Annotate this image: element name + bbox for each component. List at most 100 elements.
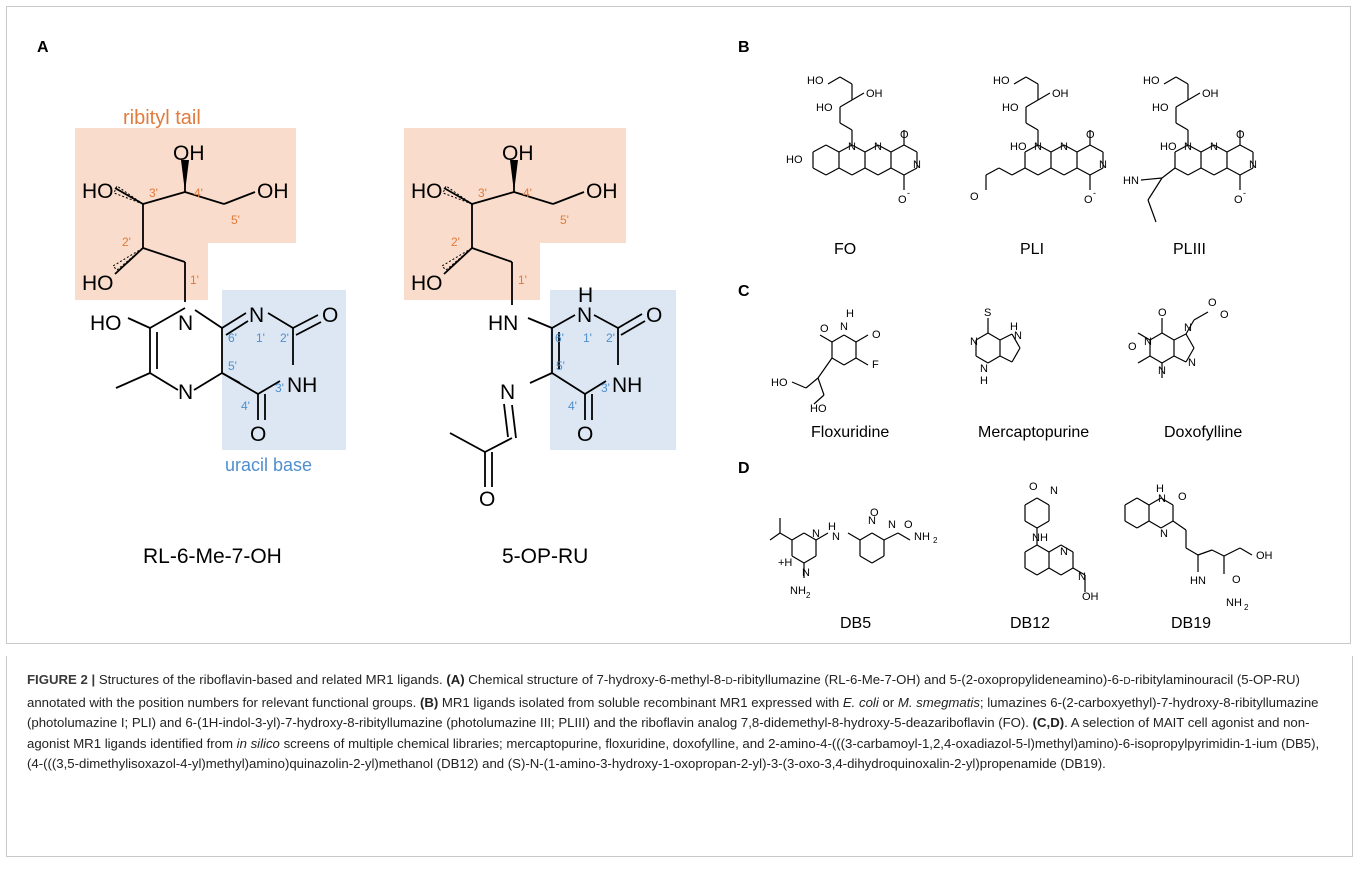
- bond: [1124, 520, 1138, 529]
- atom: HO: [993, 75, 1010, 87]
- atom: -: [907, 188, 910, 198]
- panel-label-a: A: [37, 39, 49, 56]
- bond: [1036, 497, 1050, 506]
- atom: HO: [1010, 141, 1027, 153]
- atom: O: [1232, 574, 1241, 586]
- atom: N: [178, 312, 193, 335]
- atom: NH: [1226, 597, 1242, 609]
- bond: [769, 532, 781, 541]
- atom: N: [1160, 528, 1168, 540]
- bond: [805, 377, 819, 389]
- atom: HO: [1143, 75, 1160, 87]
- ribityl-tail-region-1: [75, 128, 296, 300]
- atom: N: [1184, 141, 1192, 153]
- bond: [1060, 567, 1074, 576]
- bond: [851, 167, 866, 176]
- caption-text: -ribityllumazine (RL-6-Me-7-OH) and 5-(2…: [732, 672, 1124, 687]
- position-label: 3': [275, 381, 284, 395]
- bond: [855, 357, 869, 366]
- position-label: 4': [523, 186, 532, 200]
- atom: O: [577, 423, 593, 446]
- position-label: 2': [280, 331, 289, 345]
- molecule-name: Mercaptopurine: [978, 424, 1089, 441]
- atom: 2: [806, 591, 811, 600]
- bond: [851, 144, 866, 153]
- bond: [855, 334, 869, 343]
- atom: O: [1086, 129, 1095, 141]
- bond: [1173, 355, 1187, 363]
- position-label: 5': [228, 359, 237, 373]
- atom: N: [1188, 357, 1196, 369]
- molecule-name: DB19: [1171, 615, 1211, 632]
- atom: N: [1060, 141, 1068, 153]
- atom: N: [970, 336, 978, 348]
- caption-label-b: (B): [419, 694, 439, 710]
- bond: [1239, 144, 1254, 153]
- bond: [1148, 497, 1162, 506]
- atom: O: [898, 194, 907, 206]
- atom: HO: [82, 180, 114, 203]
- bond: [1050, 144, 1065, 153]
- position-label: 1': [256, 331, 265, 345]
- atom: HN: [488, 312, 518, 335]
- bond: [843, 334, 857, 343]
- position-label: 5': [231, 213, 240, 227]
- bond: [1160, 520, 1174, 529]
- bond: [1011, 347, 1021, 363]
- bond: [987, 355, 1001, 364]
- atom: -: [1093, 188, 1096, 198]
- atom: N: [868, 515, 876, 527]
- caption-text: -ribitylaminouracil (5-OP-RU) annotated …: [27, 672, 1300, 710]
- bond: [985, 167, 1000, 176]
- atom: H: [1010, 321, 1018, 333]
- bond: [975, 332, 989, 341]
- bond: [890, 144, 905, 153]
- bond: [839, 99, 853, 108]
- bond: [890, 167, 905, 176]
- atom: N: [1099, 159, 1107, 171]
- caption-text: in silico: [236, 735, 280, 751]
- atom: O: [1178, 491, 1187, 503]
- bond: [903, 167, 918, 176]
- bond: [1037, 92, 1051, 101]
- bond: [1149, 332, 1163, 341]
- bond: [1147, 199, 1157, 223]
- bond: [1163, 76, 1177, 85]
- position-label: 3': [478, 186, 487, 200]
- atom: HN: [1190, 575, 1206, 587]
- bond: [998, 167, 1013, 176]
- bond: [1187, 92, 1201, 101]
- atom: N: [1249, 159, 1257, 171]
- atom: N: [577, 304, 592, 327]
- bond: [1024, 544, 1038, 553]
- bond: [1149, 355, 1163, 364]
- bond: [871, 555, 885, 564]
- position-label: 4': [568, 399, 577, 413]
- bond: [1025, 99, 1039, 108]
- bond: [825, 167, 840, 176]
- bond: [1175, 99, 1189, 108]
- caption-frame: [6, 656, 1353, 857]
- atom: O: [250, 423, 266, 446]
- atom: HO: [1160, 141, 1177, 153]
- bond: [839, 122, 853, 131]
- bond: [791, 381, 807, 389]
- atom: O: [904, 519, 913, 531]
- atom: HO: [411, 180, 443, 203]
- atom: N: [1184, 322, 1192, 334]
- bond: [843, 357, 857, 366]
- bond: [1175, 122, 1189, 131]
- atom: N: [1158, 365, 1166, 377]
- atom: O: [1208, 297, 1217, 309]
- bond: [791, 555, 805, 564]
- bond: [864, 167, 879, 176]
- bond: [1136, 520, 1150, 529]
- atom: HO: [1002, 102, 1019, 114]
- bond: [987, 332, 1001, 341]
- atom: HO: [1152, 102, 1169, 114]
- molecule-5oprU-bonds: [443, 160, 646, 487]
- atom: N: [832, 531, 840, 543]
- bond: [1136, 497, 1150, 506]
